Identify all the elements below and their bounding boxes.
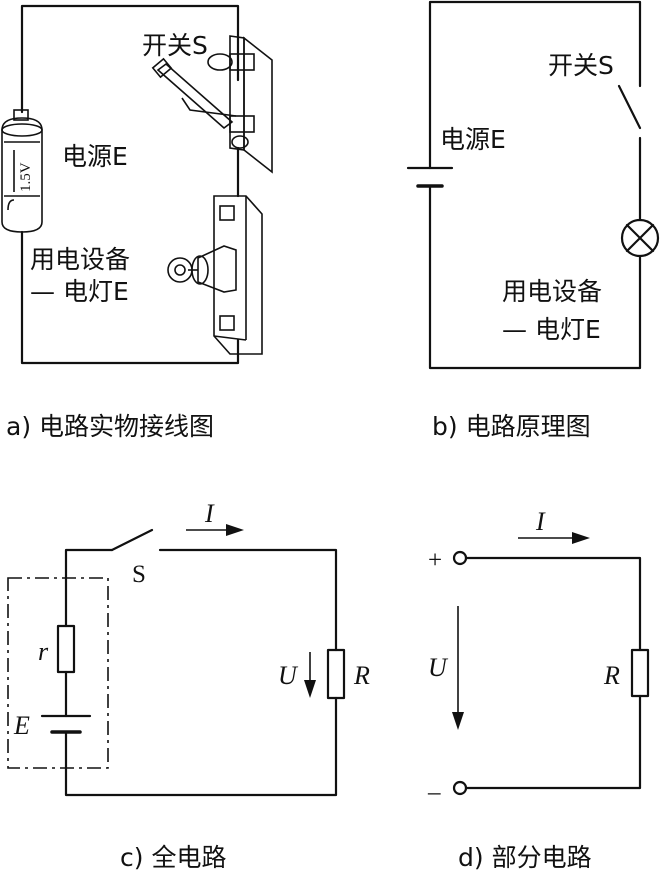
panel-a-wire-bottom (20, 230, 240, 365)
panel-c-emf-label: E (13, 711, 30, 740)
voltage-arrowhead-d (452, 712, 464, 730)
panel-b: 开关S 电源E 用电设备 — 电灯E b) 电路原理图 (406, 0, 660, 441)
panel-d-caption: d) 部分电路 (458, 843, 592, 872)
panel-c-caption: c) 全电路 (120, 843, 226, 872)
panel-c-resistor-label: R (353, 661, 370, 690)
panel-a-wire (20, 4, 240, 114)
panel-c-r-label: r (38, 637, 49, 666)
panel-d-wire-bottom (464, 694, 642, 790)
panel-b-device-label-1: 用电设备 (502, 277, 602, 306)
panel-a-device-label-1: 用电设备 (30, 245, 130, 274)
panel-c-wire-bottom (64, 696, 338, 797)
panel-d-plus-label: + (428, 547, 442, 574)
panel-c-voltage-label: U (278, 661, 299, 690)
knife-switch-icon (151, 35, 273, 174)
switch-blade (617, 84, 642, 130)
battery-icon (1, 109, 43, 233)
panel-b-wire-bottom (428, 184, 642, 370)
panel-a-source-label: 电源E (62, 142, 128, 171)
panel-c-switch-label: S (132, 561, 146, 588)
panel-d: I + – U R d) 部分电路 (427, 507, 650, 872)
current-arrowhead-c (226, 524, 244, 536)
current-arrowhead-d (572, 532, 590, 544)
panel-d-minus-label: – (427, 779, 441, 806)
panel-b-caption: b) 电路原理图 (432, 412, 591, 441)
panel-c-current-label: I (204, 499, 215, 528)
internal-resistor-r (56, 624, 76, 674)
battery-voltage-label: 1.5V (18, 162, 34, 192)
load-resistor-d (630, 648, 650, 698)
panel-c: I S r E U R c) 全电路 (7, 499, 370, 872)
source-boundary-box (7, 577, 109, 769)
load-resistor-r (326, 648, 346, 700)
lamp-icon (167, 195, 263, 355)
panel-d-voltage-label: U (428, 653, 449, 682)
terminal-plus (452, 550, 468, 566)
panel-c-wire-left-top (64, 548, 114, 628)
lamp-cross-b (625, 223, 655, 253)
panel-b-switch-label: 开关S (548, 51, 614, 80)
panel-a: 1.5V 开关S 电源E 用电设备 (1, 4, 273, 441)
panel-b-device-label-2: — 电灯E (502, 315, 601, 344)
switch-s-blade (110, 528, 154, 552)
terminal-minus (452, 780, 468, 796)
panel-b-wire-top (428, 0, 642, 170)
panel-d-wire-top (464, 556, 642, 652)
panel-c-wire-top-right (158, 548, 338, 652)
panel-a-caption: a) 电路实物接线图 (6, 412, 214, 441)
panel-a-device-label-2: — 电灯E (30, 277, 129, 306)
panel-d-resistor-label: R (603, 661, 620, 690)
voltage-arrowhead-c (304, 680, 316, 698)
panel-d-current-label: I (535, 507, 546, 536)
panel-a-switch-label: 开关S (142, 31, 208, 60)
panel-b-source-label: 电源E (440, 125, 506, 154)
